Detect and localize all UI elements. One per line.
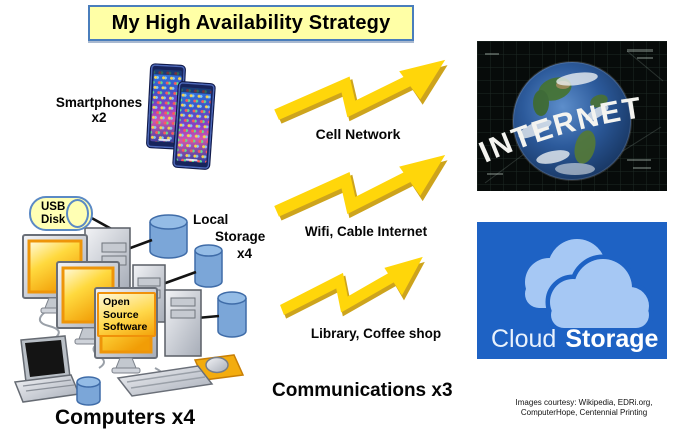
smartphone-icon — [172, 80, 216, 171]
smartphones-label-line1: Smartphones — [55, 95, 143, 110]
credits: Images courtesy: Wikipedia, EDRi.org, Co… — [498, 398, 670, 418]
tower-icon — [164, 289, 202, 357]
usb-disk-note: USB Disk — [29, 196, 93, 231]
smartphone-screen — [176, 87, 212, 163]
internet-image: INTERNET — [477, 41, 667, 191]
zigzag-arrow-icon — [274, 255, 426, 321]
computers-label: Computers x4 — [55, 406, 196, 429]
storage-cylinder-icon — [76, 376, 101, 406]
keyboard-icon — [116, 365, 214, 397]
smartphones-label: Smartphones x2 — [34, 95, 164, 125]
smartphones-label-line2: x2 — [91, 110, 107, 125]
usb-disk-label: USB Disk — [41, 201, 66, 226]
storage-cylinder-icon — [217, 291, 247, 338]
channel-label-wifi-cable: Wifi, Cable Internet — [304, 224, 428, 239]
page-title: My High Availability Strategy — [111, 11, 391, 34]
channel-label-library-coffee: Library, Coffee shop — [310, 326, 442, 341]
cloud-front-icon — [550, 259, 649, 328]
local-storage-label: Local Storage x4 — [193, 212, 266, 261]
channel-label-cell-network: Cell Network — [315, 126, 401, 142]
credits-line1: Images courtesy: Wikipedia, EDRi.org, — [515, 398, 653, 407]
credits-line2: ComputerHope, Centennial Printing — [520, 408, 648, 417]
communications-label: Communications x3 — [272, 380, 453, 401]
storage-cylinder-icon — [149, 214, 188, 259]
laptop-icon — [13, 335, 81, 403]
zigzag-arrow-icon — [267, 153, 449, 223]
zigzag-arrow-icon — [267, 58, 449, 126]
open-source-note: Open Source Software — [97, 292, 156, 337]
open-source-label: Open Source Software — [103, 296, 148, 333]
earth-icon — [512, 61, 632, 181]
title-box: My High Availability Strategy — [88, 5, 414, 41]
storage-cylinder-icon — [194, 244, 223, 288]
mouse-icon — [205, 356, 229, 374]
